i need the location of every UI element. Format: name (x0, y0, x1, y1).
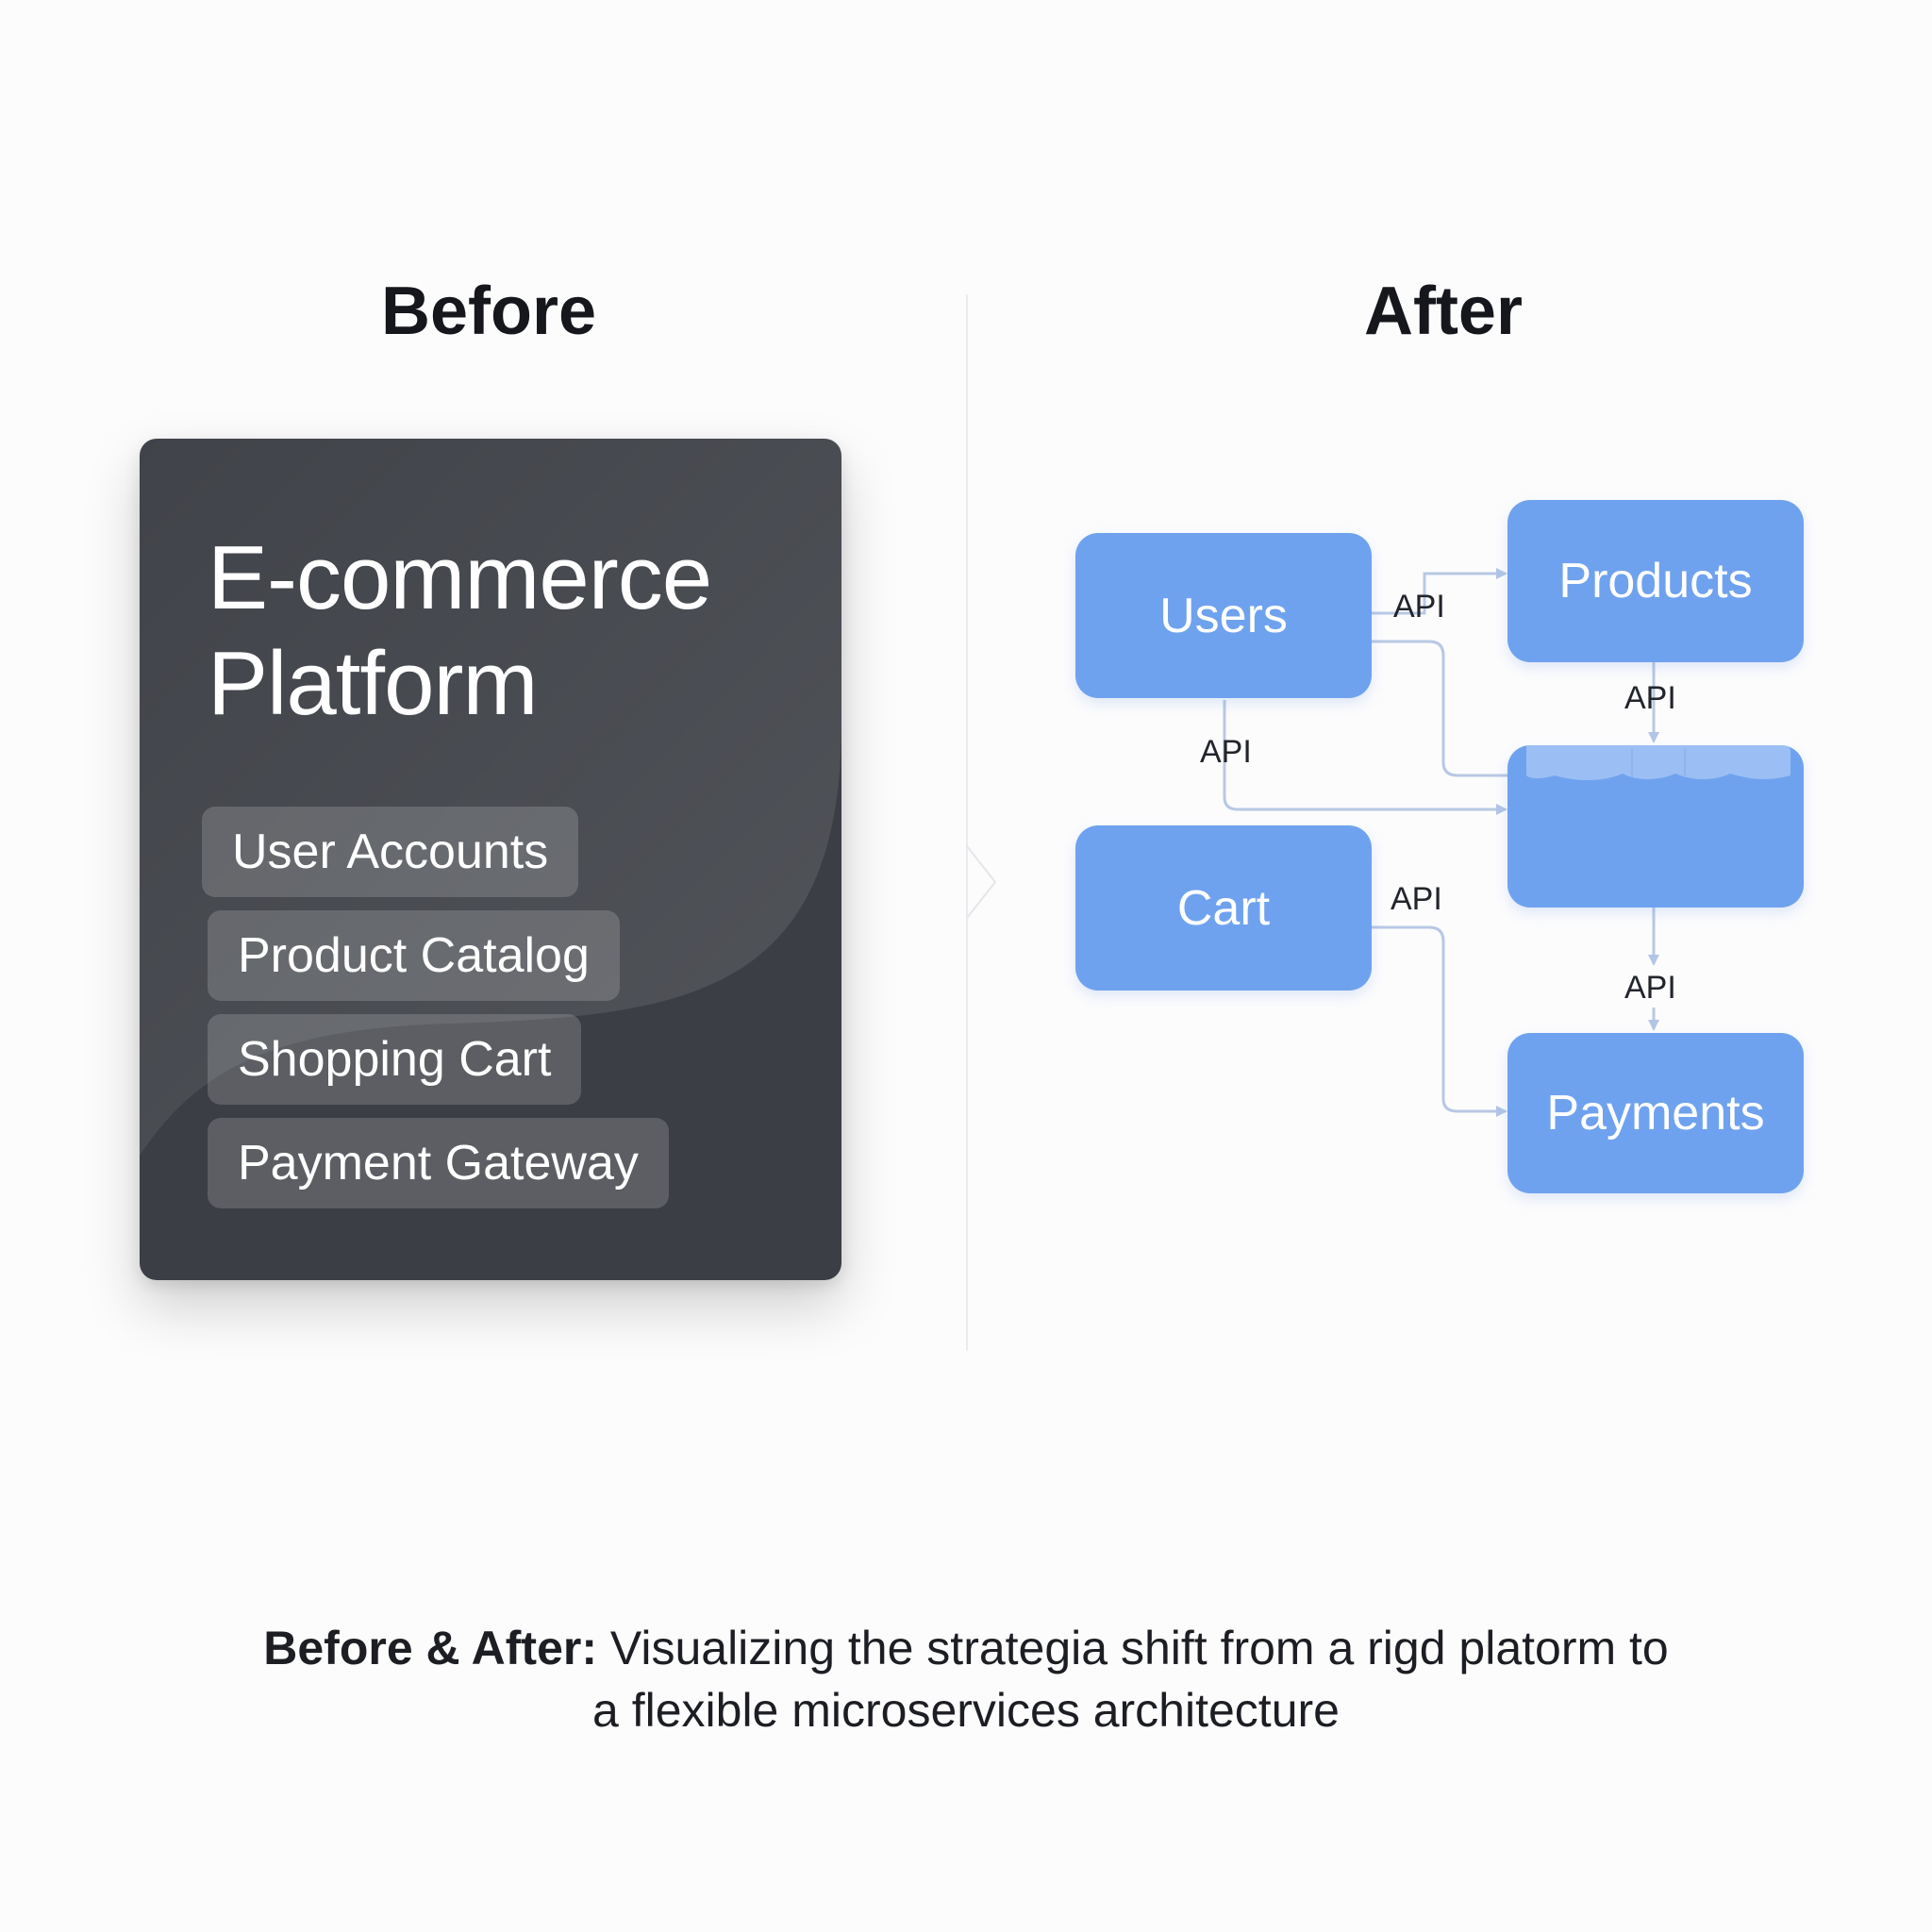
api-label-users-products: API (1393, 589, 1445, 625)
caption-text: Visualizing the strategia shift from a r… (592, 1622, 1669, 1737)
connector-users-products (1372, 568, 1507, 615)
service-products: Products (1507, 500, 1804, 662)
caption: Before & After: Visualizing the strategi… (245, 1617, 1687, 1741)
api-label-hub-payments: API (1624, 970, 1676, 1006)
panel-divider (966, 294, 968, 1351)
service-hub (1507, 745, 1804, 908)
service-cart: Cart (1075, 825, 1372, 991)
module-user-accounts: User Accounts (202, 807, 579, 897)
monolith-card: E-commerce Platform User Accounts Produc… (140, 439, 841, 1280)
connector-users-hub (1223, 700, 1507, 815)
monolith-title: E-commerce Platform (208, 527, 712, 734)
service-users-label: Users (1159, 588, 1288, 643)
connector-users-hub-right (1372, 640, 1507, 777)
module-payment-gateway: Payment Gateway (208, 1118, 669, 1208)
hub-wave (1526, 745, 1790, 780)
api-label-products-hub: API (1624, 680, 1676, 716)
module-product-catalog: Product Catalog (208, 910, 620, 1001)
connector-cart-payments (1372, 925, 1507, 1117)
api-label-cart-payments: API (1391, 881, 1442, 917)
service-users: Users (1075, 533, 1372, 698)
caption-bold: Before & After: (263, 1622, 598, 1674)
api-label-users-hub: API (1200, 734, 1252, 770)
after-heading: After (1363, 274, 1523, 349)
before-heading: Before (380, 274, 597, 349)
monolith-sheen (140, 439, 841, 1156)
divider-notch (966, 845, 997, 919)
service-payments-label: Payments (1546, 1086, 1765, 1141)
module-shopping-cart: Shopping Cart (208, 1014, 582, 1105)
service-cart-label: Cart (1176, 880, 1271, 936)
service-payments: Payments (1507, 1033, 1804, 1193)
service-products-label: Products (1558, 554, 1753, 608)
